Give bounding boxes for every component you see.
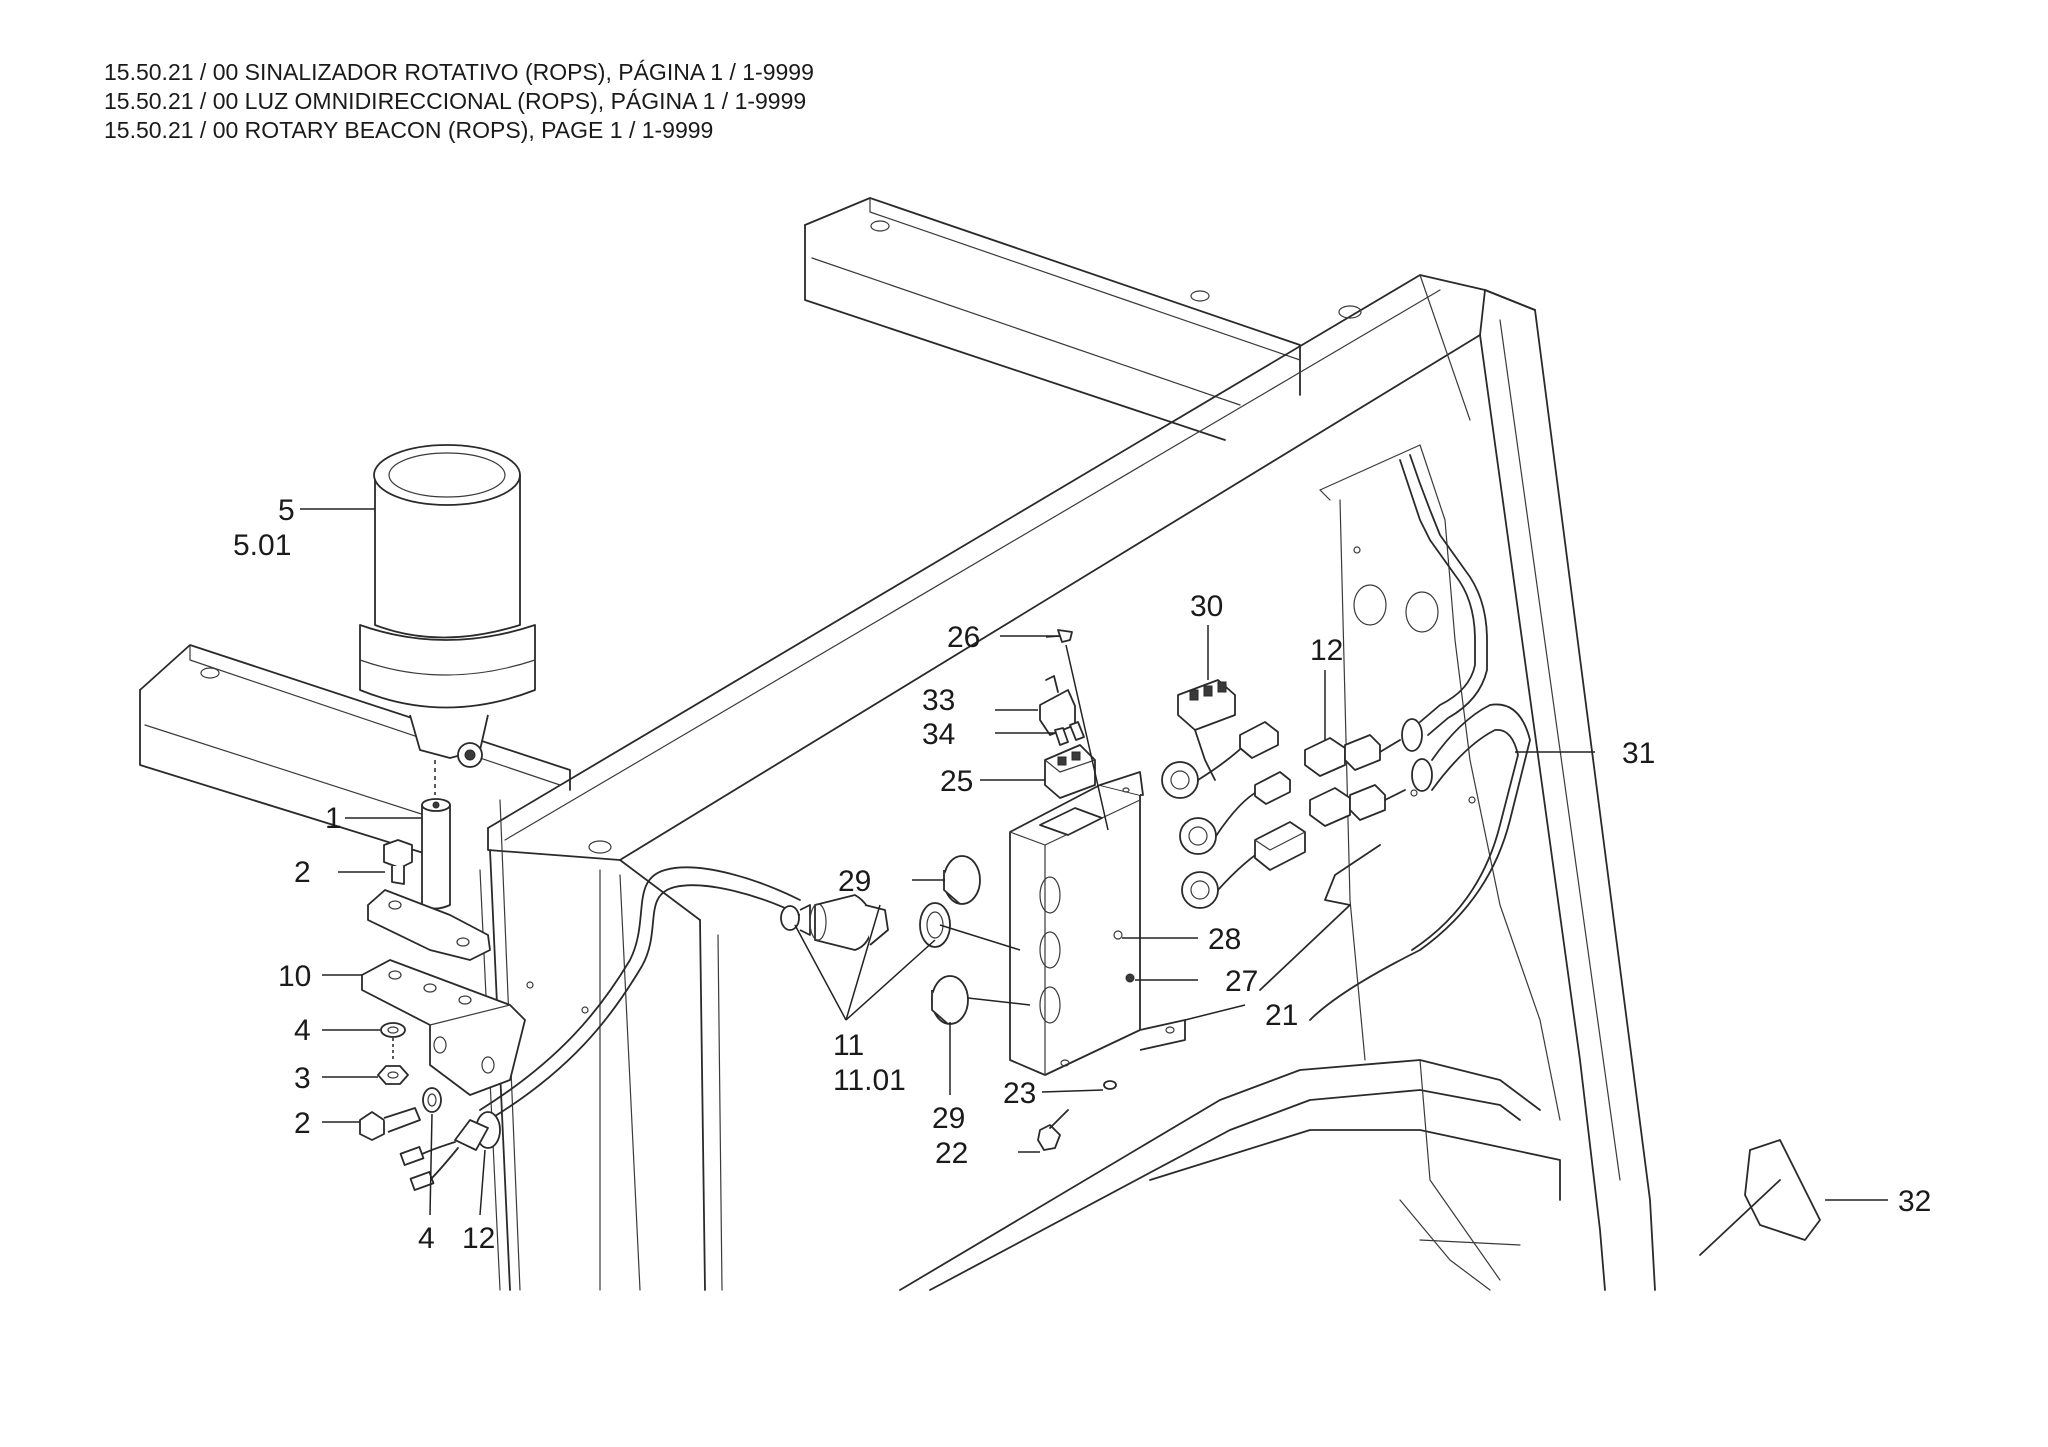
rops-top-bar — [487, 274, 1536, 921]
callout-25: 25 — [940, 765, 973, 798]
callout-2-lower: 2 — [294, 1107, 311, 1140]
callout-31: 31 — [1622, 737, 1655, 770]
wiring-harness — [1161, 679, 1306, 909]
mounting-bracket — [361, 959, 526, 1096]
callout-34: 34 — [922, 718, 955, 751]
beacon-cable — [479, 866, 801, 1119]
break-mark — [1259, 844, 1381, 991]
rotary-beacon — [359, 444, 536, 768]
callout-2-upper: 2 — [294, 856, 311, 889]
callout-23: 23 — [1003, 1077, 1036, 1110]
socket-assembly — [780, 855, 981, 1025]
callout-22: 22 — [935, 1137, 968, 1170]
callout-5-01: 5.01 — [233, 529, 291, 562]
callout-3: 3 — [294, 1062, 311, 1095]
callout-4-upper: 4 — [294, 1014, 311, 1047]
callout-26: 26 — [947, 621, 980, 654]
header: 15.50.21 / 00 SINALIZADOR ROTATIVO (ROPS… — [104, 58, 814, 145]
header-line-es: 15.50.21 / 00 LUZ OMNIDIRECCIONAL (ROPS)… — [104, 88, 807, 114]
grommet-plug-left — [399, 1111, 501, 1191]
callout-1: 1 — [325, 802, 342, 835]
callout-29-lower: 29 — [932, 1102, 965, 1135]
direction-sign — [1699, 1139, 1821, 1256]
relay-connector — [1039, 629, 1109, 831]
callout-28: 28 — [1208, 923, 1241, 956]
callout-33: 33 — [922, 684, 955, 717]
bolt-lower — [359, 1087, 442, 1141]
rops-left-post — [489, 499, 1439, 1291]
callout-5: 5 — [278, 494, 295, 527]
callout-29-upper: 29 — [838, 865, 871, 898]
callout-11-01: 11.01 — [833, 1064, 906, 1097]
rops-right-post — [1319, 289, 1656, 1291]
callout-32: 32 — [1898, 1185, 1931, 1218]
washer-nut-set — [377, 1022, 409, 1085]
callout-12-left: 12 — [462, 1222, 495, 1255]
bolt-upper — [383, 839, 413, 885]
switch-box — [1009, 771, 1186, 1076]
screw-washer-lower — [1037, 1080, 1117, 1151]
leader-lines — [300, 508, 1888, 1216]
header-line-en: 15.50.21 / 00 ROTARY BEACON (ROPS), PAGE… — [104, 117, 714, 143]
mast-base-plate — [367, 889, 491, 961]
callout-21: 21 — [1265, 999, 1298, 1032]
callout-4-lower: 4 — [418, 1222, 435, 1255]
callout-10: 10 — [278, 960, 311, 993]
cable-harness-right — [1304, 454, 1531, 1021]
callout-labels: 5 5.01 1 2 10 4 3 2 4 12 26 33 34 25 30 … — [233, 494, 1931, 1255]
callout-11: 11 — [833, 1029, 864, 1062]
rops-rear-beam — [804, 197, 1301, 441]
callout-30: 30 — [1190, 590, 1223, 623]
beacon-mast — [421, 760, 451, 910]
callout-12-right: 12 — [1310, 634, 1343, 667]
side-beam — [139, 644, 589, 1291]
rops-lower-beam — [899, 1059, 1561, 1291]
callout-27: 27 — [1225, 965, 1258, 998]
header-line-pt: 15.50.21 / 00 SINALIZADOR ROTATIVO (ROPS… — [104, 59, 814, 85]
